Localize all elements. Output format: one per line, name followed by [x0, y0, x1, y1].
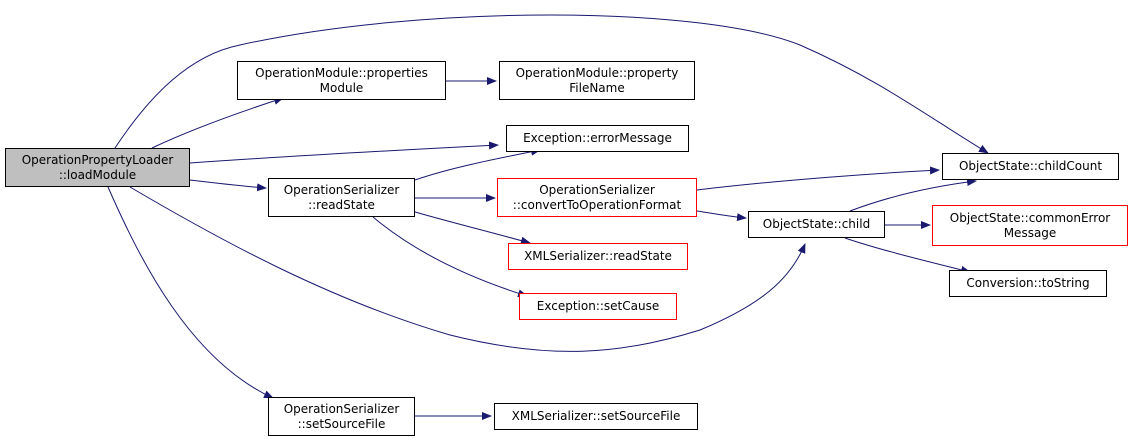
- node-label-line2: ::setSourceFile: [297, 416, 386, 431]
- node-label: ObjectState::childCount: [958, 159, 1103, 173]
- node-label-line1: OperationSerializer: [283, 401, 400, 416]
- node-label-line2: ::convertToOperationFormat: [512, 197, 682, 212]
- node-label: Exception::errorMessage: [523, 131, 672, 145]
- edge-serializer-read-state-to-set-cause: [372, 216, 528, 298]
- node-operation-module-properties-module[interactable]: OperationModule::properties Module: [237, 61, 446, 100]
- node-label-line2: Module: [319, 80, 364, 95]
- node-object-state-child-count[interactable]: ObjectState::childCount: [942, 153, 1119, 180]
- node-label-line1: OperationModule::property: [515, 65, 679, 80]
- node-label: ObjectState::child: [762, 217, 871, 231]
- node-label: XMLSerializer::readState: [524, 249, 672, 263]
- node-xml-serializer-read-state[interactable]: XMLSerializer::readState: [508, 243, 688, 270]
- node-label: Exception::setCause: [536, 299, 660, 313]
- node-operation-serializer-convert-to-operation-format[interactable]: OperationSerializer ::convertToOperation…: [497, 178, 697, 217]
- node-label: Conversion::toString: [966, 276, 1090, 290]
- edge-root-to-child: [129, 186, 806, 352]
- edge-convert-to-child-count: [696, 166, 940, 191]
- node-label-line2: Message: [1003, 225, 1057, 240]
- edge-root-to-serializer-set-source-file: [107, 186, 274, 399]
- node-label-line2: ::loadModule: [58, 167, 137, 182]
- node-label-line2: ::readState: [308, 197, 375, 212]
- node-label-line1: OperationModule::properties: [255, 65, 428, 80]
- node-object-state-common-error-message[interactable]: ObjectState::commonError Message: [932, 205, 1128, 246]
- node-label: XMLSerializer::setSourceFile: [511, 409, 681, 423]
- edge-child-to-to-string: [844, 237, 971, 274]
- edge-child-to-child-count: [849, 178, 977, 212]
- edge-serializer-read-state-to-xml-read-state: [414, 211, 531, 245]
- node-label-line1: OperationSerializer: [539, 182, 655, 197]
- edge-root-to-child-count: [114, 14, 989, 154]
- node-operation-module-property-file-name[interactable]: OperationModule::property FileName: [499, 61, 695, 100]
- node-exception-error-message[interactable]: Exception::errorMessage: [506, 125, 689, 152]
- node-xml-serializer-set-source-file[interactable]: XMLSerializer::setSourceFile: [494, 403, 698, 430]
- node-object-state-child[interactable]: ObjectState::child: [748, 211, 885, 238]
- edge-serializer-read-state-to-error-message: [414, 147, 541, 181]
- edge-root-to-serializer-read-state: [189, 179, 267, 192]
- node-exception-set-cause[interactable]: Exception::setCause: [519, 293, 677, 320]
- node-label-line1: OperationPropertyLoader: [21, 152, 174, 167]
- node-conversion-to-string[interactable]: Conversion::toString: [949, 270, 1107, 297]
- edge-root-to-error-message: [189, 141, 499, 164]
- node-operation-serializer-set-source-file[interactable]: OperationSerializer ::setSourceFile: [268, 397, 415, 436]
- edge-convert-to-child: [696, 210, 747, 222]
- edge-root-to-properties-module: [151, 96, 284, 149]
- node-operation-property-loader-load-module: OperationPropertyLoader ::loadModule: [5, 148, 190, 187]
- node-label-line1: ObjectState::commonError: [949, 210, 1111, 225]
- node-operation-serializer-read-state[interactable]: OperationSerializer ::readState: [268, 178, 415, 217]
- node-label-line1: OperationSerializer: [283, 182, 400, 197]
- node-label-line2: FileName: [569, 80, 625, 95]
